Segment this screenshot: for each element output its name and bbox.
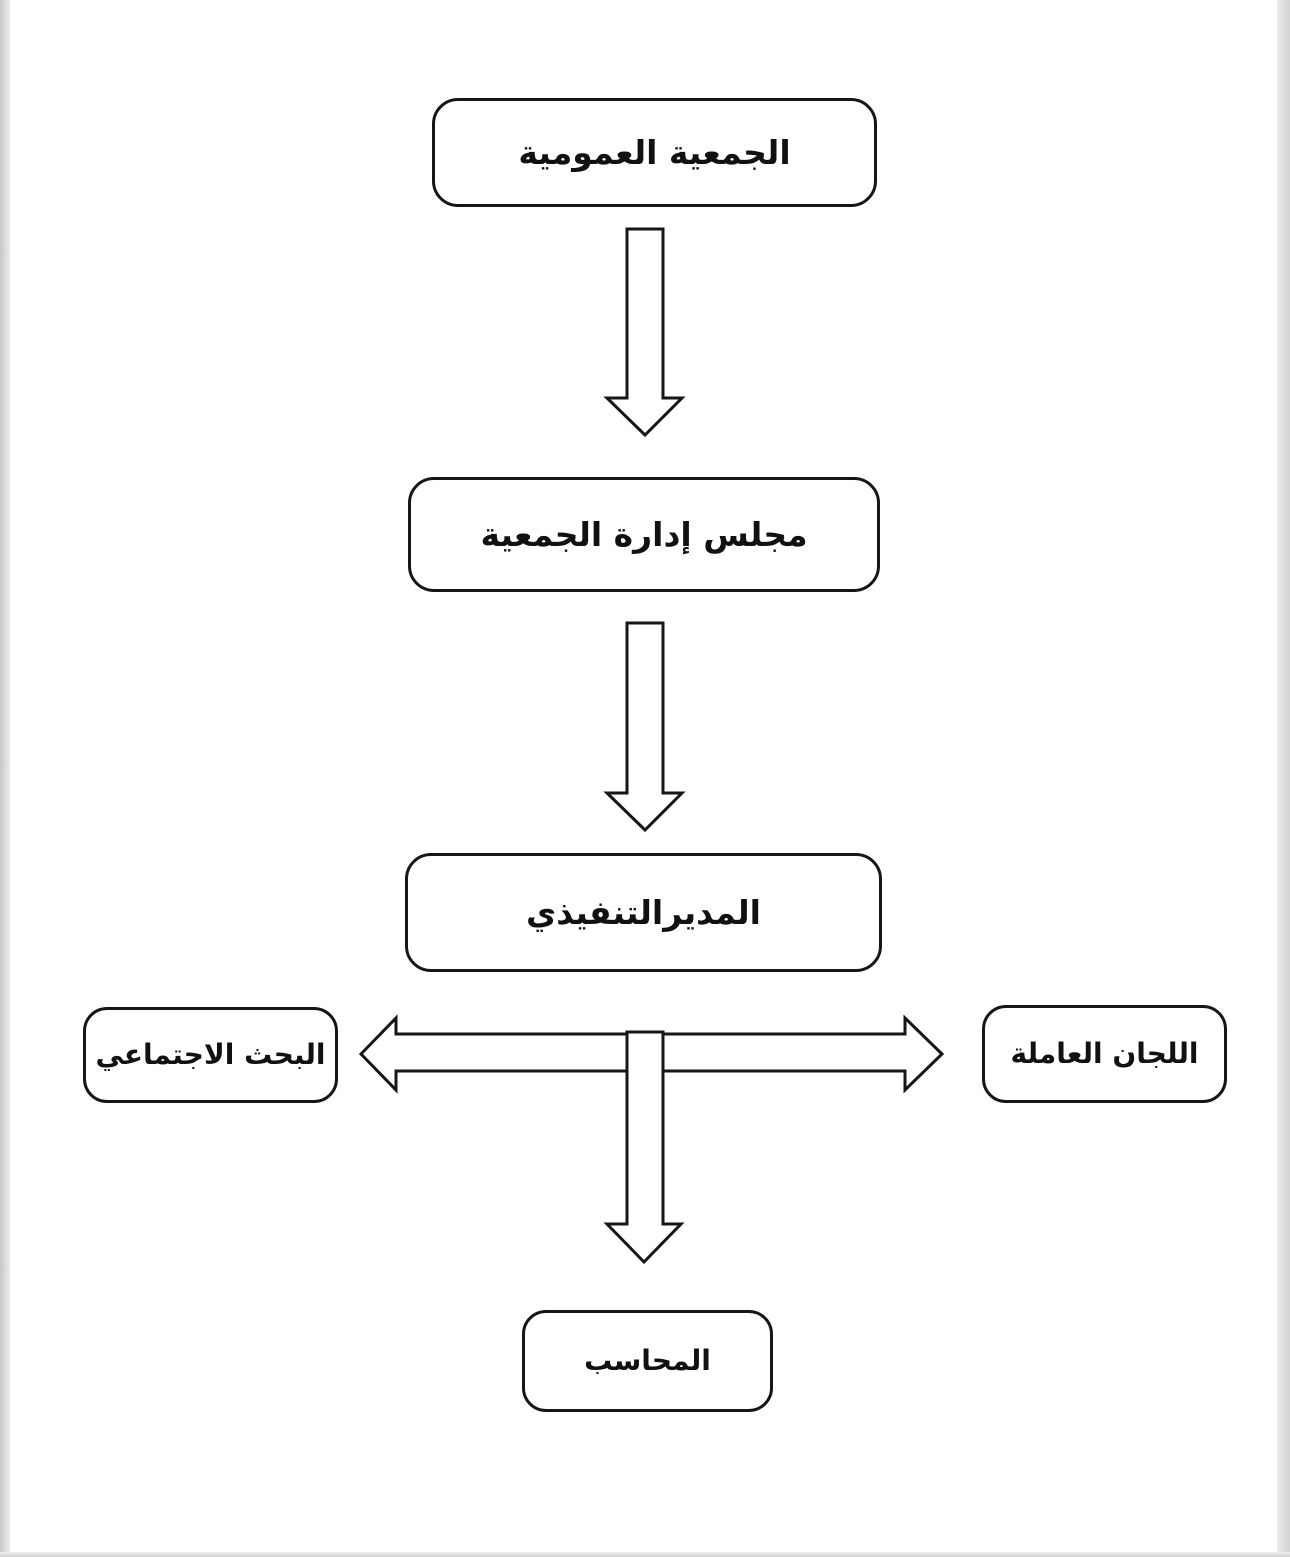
- node-board-of-directors-label: مجلس إدارة الجمعية: [480, 514, 808, 554]
- node-executive-director: المديرالتنفيذي: [405, 853, 882, 972]
- page-edge-bottom: [0, 1552, 1290, 1557]
- down-arrow-assembly-to-board-icon: [603, 227, 686, 438]
- page-edge-right: [1277, 0, 1290, 1557]
- node-social-research-label: البحث الاجتماعي: [95, 1038, 326, 1072]
- node-general-assembly: الجمعية العمومية: [432, 98, 877, 207]
- node-general-assembly-label: الجمعية العمومية: [518, 132, 791, 172]
- node-board-of-directors: مجلس إدارة الجمعية: [408, 477, 880, 592]
- page-edge-left: [0, 0, 10, 1557]
- node-executive-director-label: المديرالتنفيذي: [526, 892, 761, 932]
- node-working-committees-label: اللجان العاملة: [1010, 1037, 1199, 1071]
- down-arrow-executive-to-accountant-icon: [603, 1030, 685, 1265]
- node-working-committees: اللجان العاملة: [982, 1005, 1227, 1103]
- down-arrow-board-to-executive-icon: [603, 621, 686, 833]
- node-social-research: البحث الاجتماعي: [83, 1007, 338, 1103]
- node-accountant: المحاسب: [522, 1310, 773, 1412]
- node-accountant-label: المحاسب: [584, 1344, 711, 1378]
